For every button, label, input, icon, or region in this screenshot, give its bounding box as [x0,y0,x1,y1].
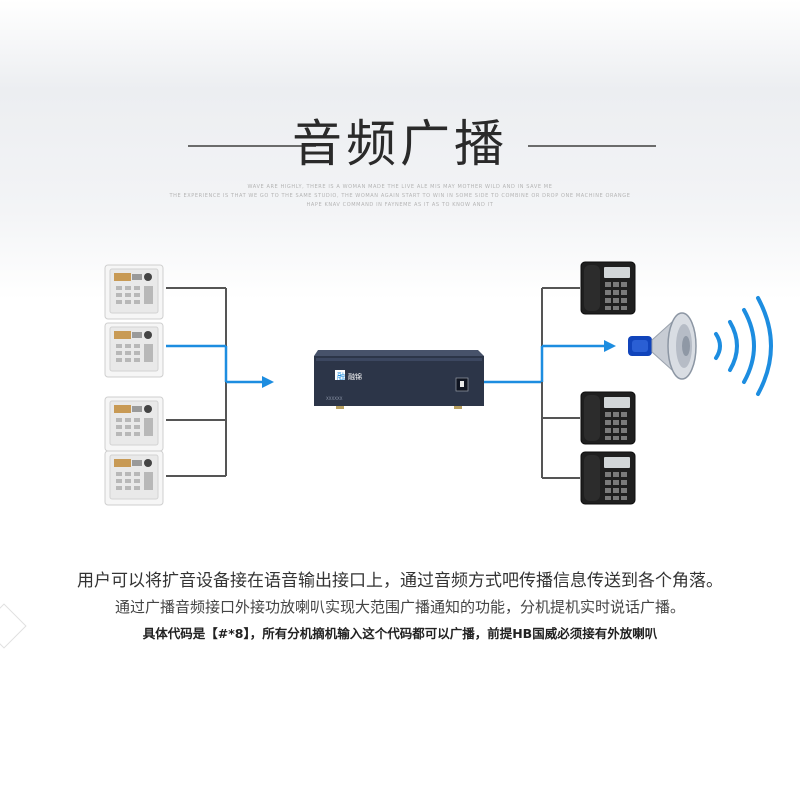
subtitle-line-2: THE EXPERIENCE IS THAT WE GO TO THE SAME… [150,193,650,200]
left-arrow-icon [262,376,274,388]
page-title: 音频广播 [0,112,800,176]
subtitle-line-1: WAVE ARE HIGHLY, THERE IS A WOMAN MADE T… [150,184,650,191]
right-signal-path [542,346,604,382]
title-block: 音频广播 [0,112,800,182]
broadcast-diagram: 融 融锦 XXXXXX [0,250,800,530]
white-phone-icon [105,265,163,319]
right-arrow-icon [604,340,616,352]
sound-wave-icon [716,298,771,394]
description-line-2: 通过广播音频接口外接功放喇叭实现大范围广播通知的功能，分机提机实时说话广播。 [0,596,800,617]
device-brand: 融锦 [348,372,362,381]
white-phone-icon [105,451,163,505]
left-connection-lines [166,288,226,476]
pbx-device: 融 融锦 XXXXXX [314,350,484,409]
black-phone-icon [581,452,635,504]
subtitle-line-3: HAPE KNAV COMMAND IN FAYNEME AS IT AS TO… [150,202,650,209]
description-line-3: 具体代码是【#*8】，所有分机摘机输入这个代码都可以广播，前提HB国威必须接有外… [0,623,800,642]
white-phone-icon [105,397,163,451]
device-model: XXXXXX [326,396,343,401]
description-line-1: 用户可以将扩音设备接在语音输出接口上，通过音频方式吧传播信息传送到各个角落。 [0,566,800,591]
right-connection-lines [542,288,580,478]
loudspeaker-icon [628,313,696,379]
title-line-right [528,145,656,147]
device-logo: 融 [337,371,345,381]
white-phone-icon [105,323,163,377]
black-phone-icon [581,262,635,314]
left-signal-path [166,346,262,382]
black-phone-icon [581,392,635,444]
